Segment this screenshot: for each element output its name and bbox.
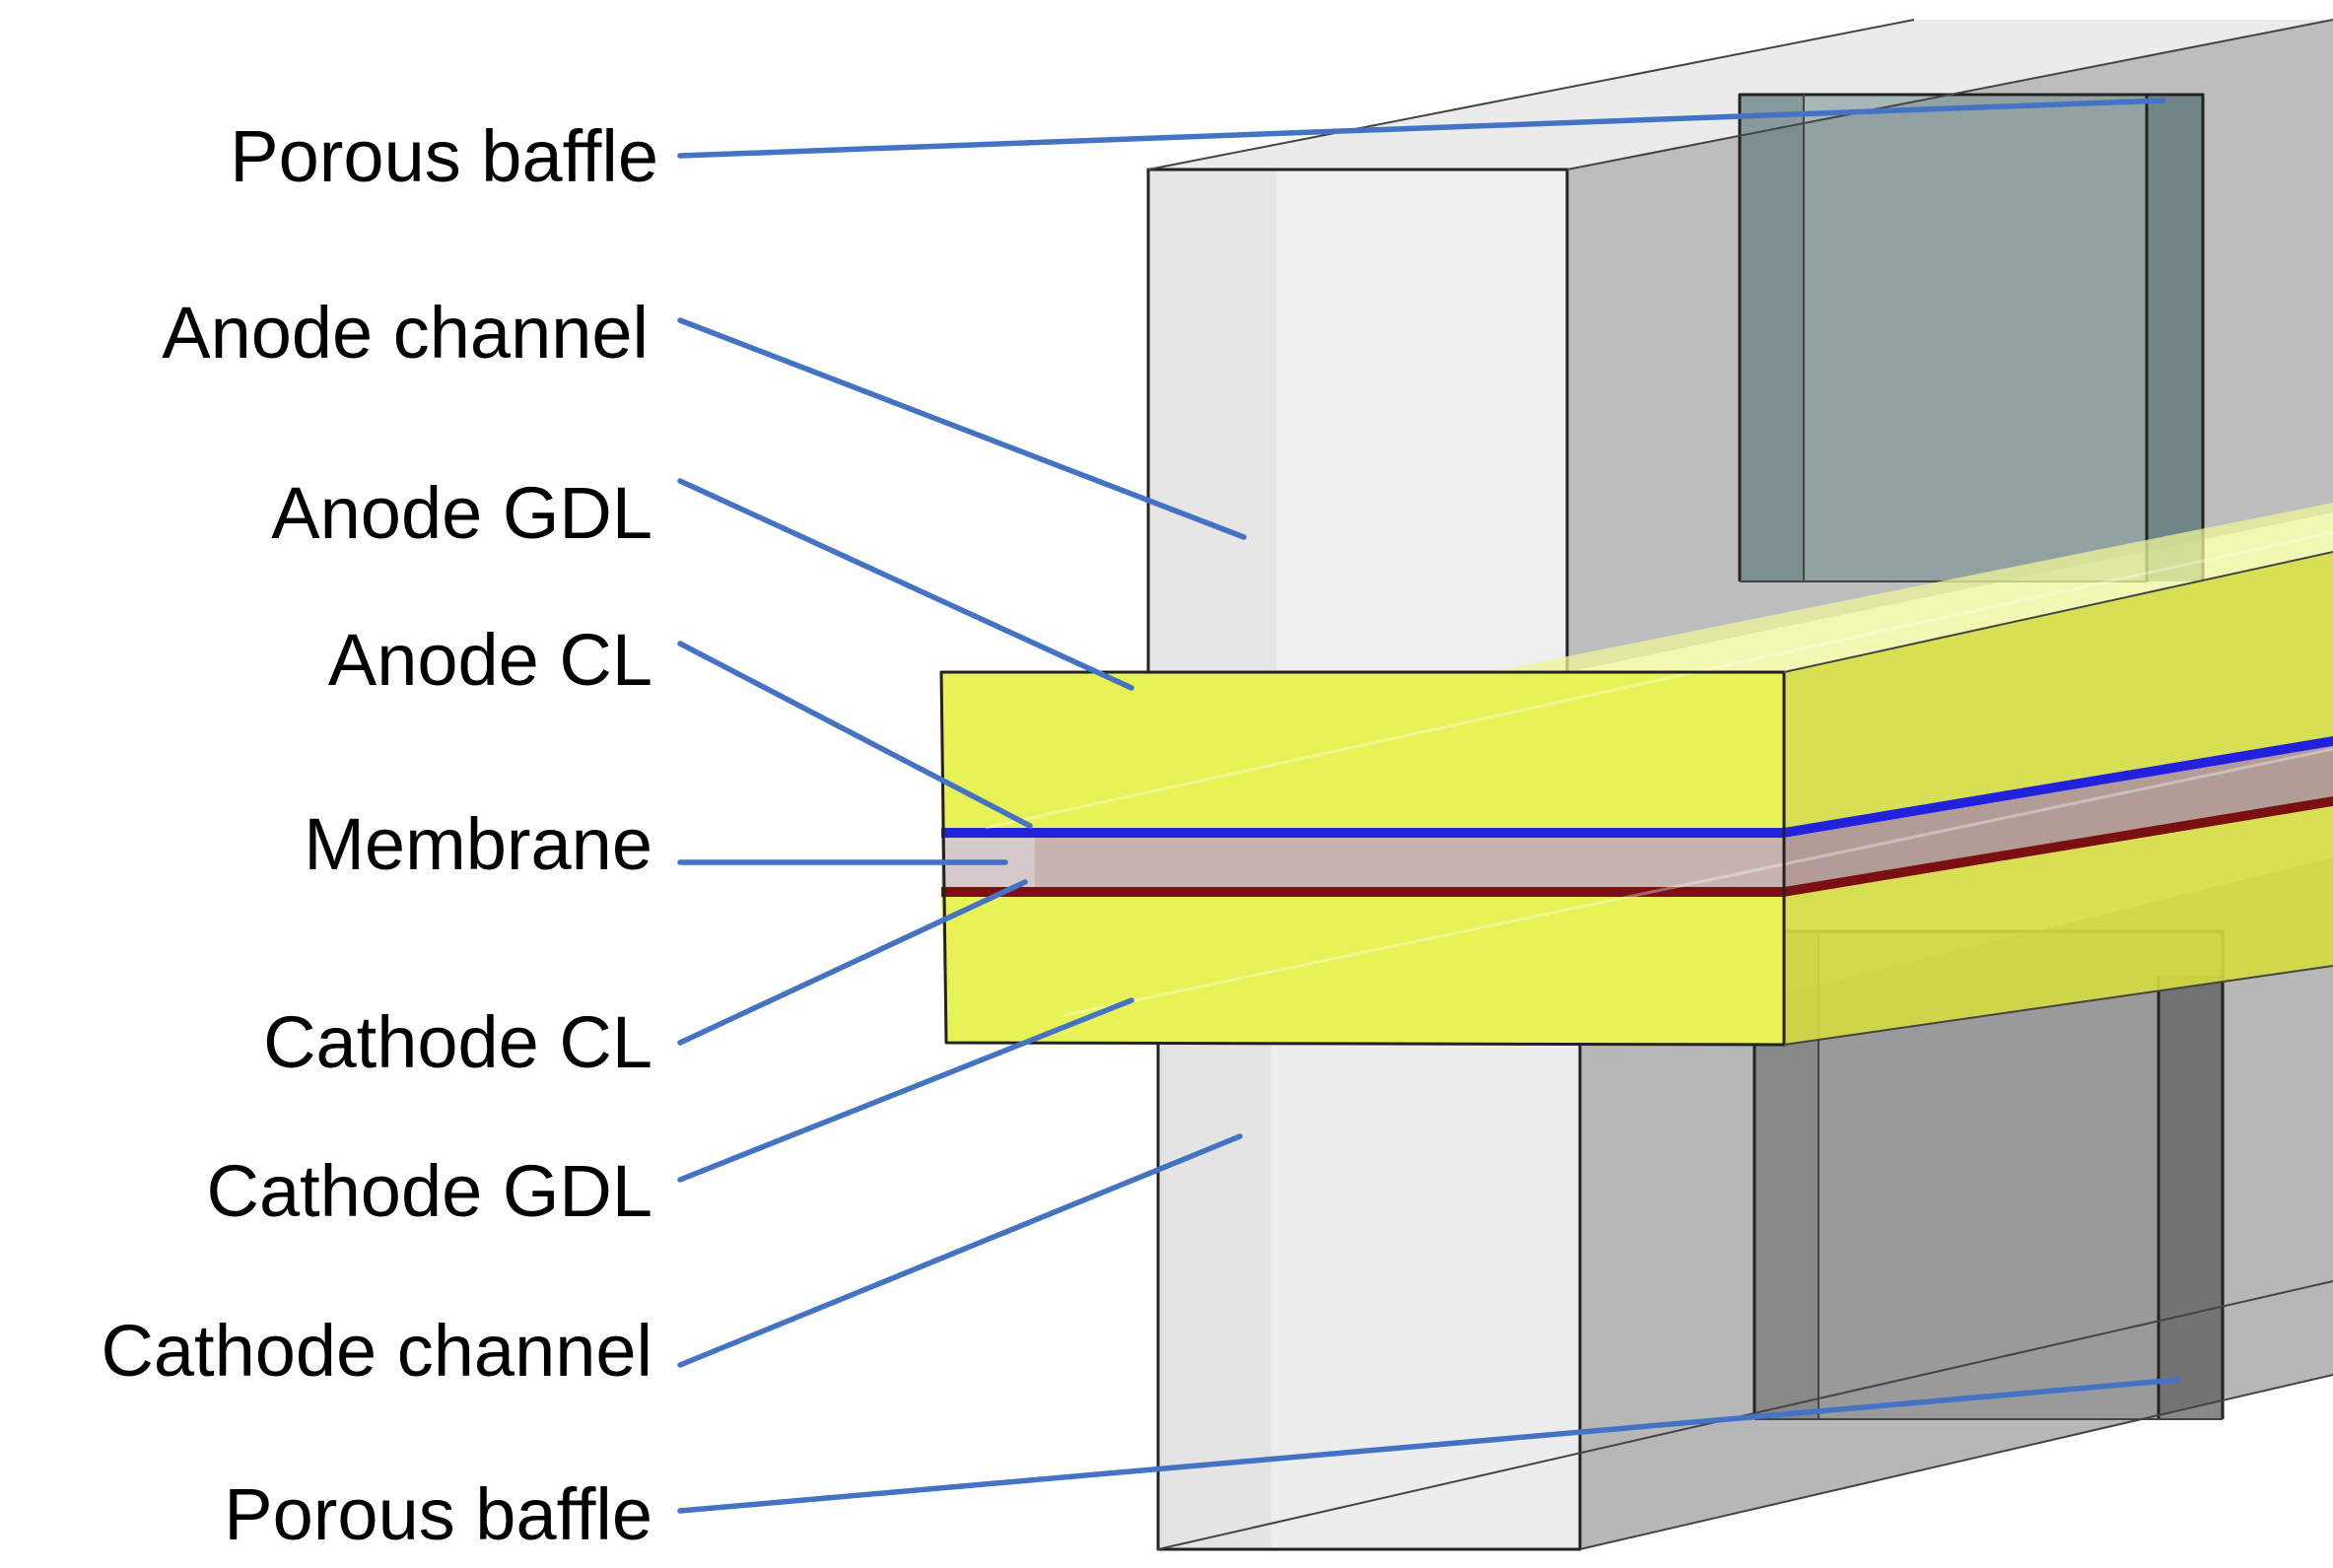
cathode-gdl-layer xyxy=(941,897,1784,1045)
label-porous-baffle-bottom: Porous baffle xyxy=(224,1473,652,1555)
label-anode-channel: Anode channel xyxy=(162,292,649,374)
leader-lines xyxy=(677,98,2181,1514)
membrane-layer xyxy=(941,838,1784,887)
label-anode-cl: Anode CL xyxy=(328,619,652,701)
cathode-porous-baffle xyxy=(1752,929,2225,1420)
leader-cathode-channel xyxy=(677,1133,1243,1368)
leader-anode-channel xyxy=(677,317,1247,540)
label-porous-baffle-top: Porous baffle xyxy=(230,115,658,197)
label-anode-gdl: Anode GDL xyxy=(271,472,652,554)
cathode-cl-layer xyxy=(941,796,2333,897)
leader-anode-gdl xyxy=(677,478,1134,691)
anode-cl-layer xyxy=(941,736,2333,838)
leader-cathode-cl xyxy=(677,879,1028,1046)
label-cathode-channel: Cathode channel xyxy=(101,1310,652,1392)
layer-labels: Porous baffle Anode channel Anode GDL An… xyxy=(101,115,658,1555)
label-cathode-cl: Cathode CL xyxy=(263,1001,652,1083)
cathode-channel-box xyxy=(1156,857,2333,1551)
leader-porous-baffle-top xyxy=(677,98,2166,159)
label-cathode-gdl: Cathode GDL xyxy=(207,1150,653,1232)
leader-anode-cl xyxy=(677,641,1033,829)
leader-cathode-gdl xyxy=(677,997,1134,1183)
anode-channel-box xyxy=(1146,19,2333,672)
anode-porous-baffle xyxy=(1738,93,2205,582)
mea-stack xyxy=(939,503,2333,1047)
anode-gdl-layer xyxy=(941,672,1784,828)
label-membrane: Membrane xyxy=(304,803,652,885)
leader-porous-baffle-bottom xyxy=(677,1377,2181,1514)
